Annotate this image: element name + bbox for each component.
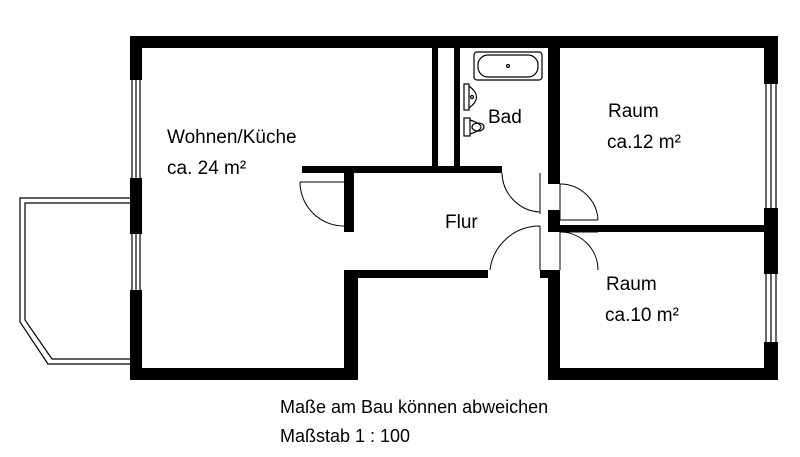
wall-bottom-left — [130, 368, 358, 380]
room1-area: ca.12 m² — [607, 132, 681, 153]
wall-hall-bottom — [344, 270, 488, 278]
wall-right-bottom — [764, 342, 778, 380]
wall-right-top — [764, 36, 778, 84]
balcony — [19, 197, 130, 365]
window-left-lower — [131, 234, 141, 290]
wall-hall-top — [302, 166, 502, 173]
door-bath — [501, 172, 541, 214]
disclaimer-text: Maße am Bau können abweichen — [280, 397, 548, 417]
washbasin-icon — [463, 83, 478, 111]
door-living — [299, 181, 345, 227]
wall-living-right — [344, 278, 358, 380]
windows — [131, 80, 777, 342]
outer-walls — [130, 36, 778, 380]
window-right-lower — [765, 274, 777, 342]
wall-bath-room — [548, 48, 560, 184]
wall-shaft-right — [454, 48, 460, 168]
room2-name: Raum — [606, 274, 657, 295]
interior-walls — [302, 48, 768, 380]
wall-divider-post — [548, 210, 560, 232]
hall-name: Flur — [445, 212, 478, 233]
wall-rooms-divider — [548, 225, 768, 232]
living-name: Wohnen/Küche — [167, 127, 297, 148]
wall-shaft-left — [432, 48, 438, 168]
door-room2 — [559, 231, 599, 271]
window-left-upper — [131, 80, 141, 178]
wall-left-mid — [130, 178, 142, 234]
room-label-living: Wohnen/Küche ca. 24 m² — [167, 127, 297, 179]
scale-text: Maßstab 1 : 100 — [280, 426, 410, 446]
toilet-icon — [463, 117, 485, 137]
wall-right-mid — [764, 208, 778, 274]
wall-top — [130, 36, 778, 48]
door-entrance — [489, 225, 541, 271]
room-label-room2: Raum ca.10 m² — [605, 274, 679, 326]
room1-name: Raum — [608, 101, 659, 122]
living-area: ca. 24 m² — [167, 158, 246, 179]
doors — [299, 172, 599, 271]
wall-bottom-right — [552, 368, 778, 380]
room-label-room1: Raum ca.12 m² — [607, 101, 681, 153]
wall-hall-bottom-right — [540, 270, 552, 278]
wall-left-lower — [130, 290, 142, 380]
door-room1 — [559, 183, 599, 221]
bath-name: Bad — [488, 107, 522, 128]
wall-left-upper — [130, 36, 142, 80]
wall-hall-right-top — [548, 166, 554, 184]
room2-area: ca.10 m² — [605, 305, 679, 326]
wall-hall-left — [344, 166, 354, 232]
window-right-upper — [765, 84, 777, 208]
bathtub-icon — [473, 51, 543, 81]
wall-room2-left — [548, 270, 560, 380]
